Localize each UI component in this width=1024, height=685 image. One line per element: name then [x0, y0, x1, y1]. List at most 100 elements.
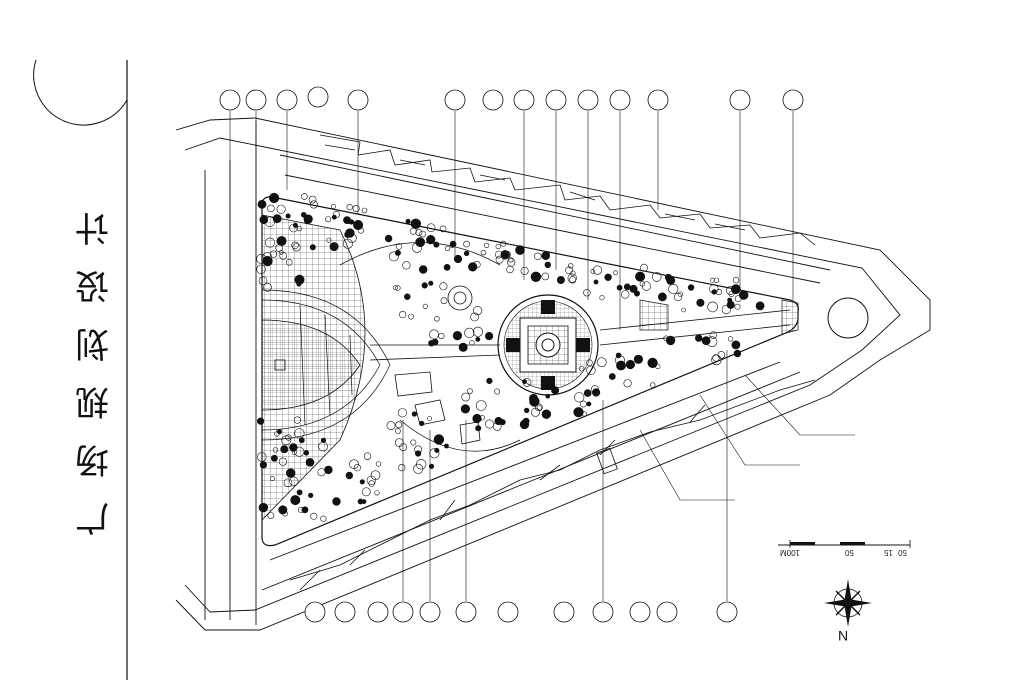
callout-circle	[656, 601, 678, 623]
tree-symbol	[620, 290, 630, 299]
tree-symbol	[484, 419, 494, 429]
callout-circle	[592, 601, 614, 623]
tree-symbol	[438, 332, 445, 340]
tree-symbol	[303, 450, 309, 456]
tree-symbol	[297, 506, 304, 513]
tree-symbol	[480, 250, 487, 256]
tree-symbol	[590, 269, 596, 274]
north-arrow	[824, 579, 872, 627]
tree-symbol	[270, 250, 278, 258]
tree-symbol	[264, 237, 275, 248]
tree-symbol	[296, 281, 302, 287]
tree-symbol	[710, 277, 715, 283]
tree-symbol	[290, 495, 301, 506]
tree-symbol	[361, 207, 368, 214]
tree-symbol	[461, 392, 471, 402]
tree-symbol	[326, 237, 332, 243]
tree-symbol	[308, 492, 314, 499]
tree-symbol	[415, 237, 426, 248]
tree-symbol	[278, 457, 288, 466]
tree-symbol	[484, 242, 490, 248]
tree-symbol	[394, 438, 404, 447]
tree-symbol	[709, 331, 717, 339]
callout-circle	[245, 89, 267, 111]
callout-circle	[307, 86, 329, 108]
tree-symbol	[541, 409, 552, 419]
tree-symbol	[701, 336, 711, 346]
tree-symbol	[508, 257, 514, 263]
tree-symbol	[426, 235, 436, 245]
tree-symbol	[308, 195, 317, 204]
tree-symbol	[463, 250, 470, 257]
tree-symbol	[495, 243, 501, 250]
tree-symbol	[399, 311, 407, 319]
callout-circle	[545, 89, 567, 111]
tree-symbol	[325, 216, 332, 223]
tree-symbol	[352, 205, 360, 213]
tree-symbol	[452, 331, 463, 341]
title-char: 场	[75, 439, 109, 479]
tree-symbol	[256, 253, 267, 264]
scale-label: 100M	[780, 548, 801, 557]
tree-symbol	[529, 396, 540, 407]
tree-symbol	[658, 292, 667, 302]
tree-symbol	[294, 428, 305, 439]
tree-symbol	[366, 475, 377, 485]
title-char: 划	[75, 323, 109, 363]
tree-symbol	[428, 280, 434, 286]
tree-symbol	[439, 282, 448, 291]
tree-symbol	[257, 199, 267, 209]
tree-symbol	[711, 354, 722, 366]
tree-symbol	[276, 236, 287, 246]
callout-circle	[513, 89, 535, 111]
tree-symbol	[639, 281, 645, 287]
callout-circle	[647, 89, 669, 111]
tree-symbol	[469, 340, 475, 346]
tree-symbol	[433, 434, 445, 445]
title-char: 计	[75, 207, 109, 247]
tree-symbol	[259, 215, 269, 224]
tree-symbol	[475, 400, 487, 411]
tree-symbol	[565, 266, 573, 275]
tree-symbol	[640, 263, 648, 272]
tree-symbol	[426, 223, 436, 232]
tree-symbol	[402, 261, 411, 270]
callout-circle	[629, 601, 651, 623]
tree-symbol	[604, 273, 612, 281]
tree-symbol	[331, 214, 337, 220]
tree-symbol	[567, 273, 577, 283]
tree-symbol	[473, 261, 481, 269]
tree-symbol	[258, 502, 269, 513]
title-char: 规	[75, 381, 109, 421]
tree-symbol	[734, 295, 742, 302]
tree-symbol	[573, 407, 584, 418]
tree-symbol	[370, 470, 381, 481]
tree-symbol	[310, 512, 318, 520]
tree-symbol	[449, 240, 457, 248]
tree-symbol	[694, 334, 703, 342]
tree-symbol	[296, 226, 302, 232]
callout-circle	[347, 89, 369, 111]
tree-symbol	[320, 515, 327, 522]
tree-symbol	[395, 421, 403, 429]
tree-symbol	[755, 301, 765, 311]
callout-circle	[455, 601, 477, 623]
title-char: 设	[75, 265, 109, 305]
tree-symbol	[541, 272, 550, 281]
tree-symbol	[289, 443, 298, 452]
tree-symbol	[608, 373, 616, 380]
tree-symbol	[726, 286, 735, 295]
tree-symbol	[592, 265, 603, 275]
tree-symbol	[282, 510, 288, 517]
tree-symbol	[468, 262, 478, 272]
tree-symbol	[596, 357, 607, 368]
tree-symbol	[623, 283, 631, 291]
tree-symbol	[556, 275, 565, 284]
callout-circle	[419, 601, 441, 623]
tree-symbol	[429, 329, 439, 340]
label-leader	[639, 429, 735, 501]
tree-symbol	[649, 382, 656, 388]
tree-symbol	[616, 360, 626, 371]
tree-symbol	[623, 379, 632, 388]
